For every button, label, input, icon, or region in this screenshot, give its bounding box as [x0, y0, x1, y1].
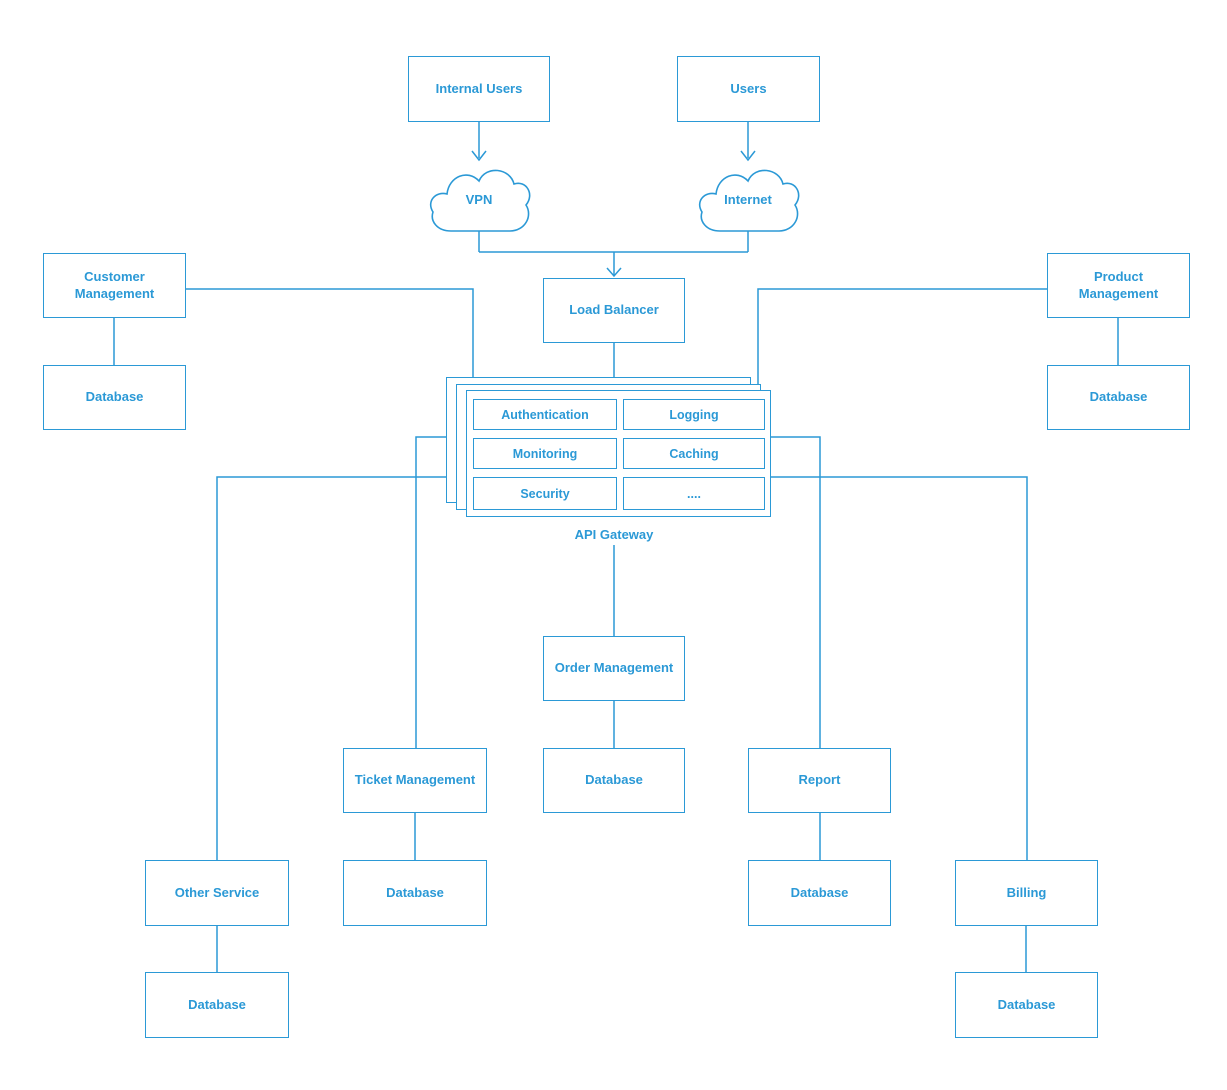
other-database-label: Database: [188, 996, 246, 1012]
vpn-cloud-shape: [429, 169, 531, 232]
edge-gateway-billing: [768, 476, 1028, 860]
gateway-feature-logging: Logging: [623, 399, 765, 430]
ticket-database-label: Database: [386, 884, 444, 900]
node-order-database: Database: [543, 748, 685, 813]
feature-label: Security: [520, 486, 570, 501]
load-balancer-label: Load Balancer: [569, 302, 659, 318]
node-other-service: Other Service: [145, 860, 289, 926]
node-users: Users: [677, 56, 820, 122]
node-customer-management: Customer Management: [43, 253, 186, 318]
node-other-database: Database: [145, 972, 289, 1038]
order-database-label: Database: [585, 772, 643, 788]
node-product-management: Product Management: [1047, 253, 1190, 318]
billing-database-label: Database: [997, 996, 1056, 1012]
product-database-label: Database: [1089, 389, 1148, 405]
api-gateway-label: API Gateway: [574, 527, 654, 542]
feature-label: ....: [687, 486, 701, 501]
cloud-internet: Internet: [698, 166, 798, 232]
edge-gateway-other-service: [216, 476, 450, 860]
internal-users-label: Internal Users: [435, 80, 523, 96]
feature-label: Authentication: [501, 407, 589, 422]
node-ticket-database: Database: [343, 860, 487, 926]
other-service-label: Other Service: [174, 884, 260, 900]
gateway-feature-monitoring: Monitoring: [473, 438, 617, 469]
gateway-feature-security: Security: [473, 477, 617, 510]
node-report: Report: [748, 748, 891, 813]
edge-gateway-ticket: [415, 436, 450, 748]
edge-customer-gateway: [186, 288, 474, 379]
node-customer-database: Database: [43, 365, 186, 430]
ticket-management-label: Ticket Management: [354, 772, 476, 788]
gateway-feature-more: ....: [623, 477, 765, 510]
users-label: Users: [730, 80, 767, 96]
node-order-management: Order Management: [543, 636, 685, 701]
node-report-database: Database: [748, 860, 891, 926]
internet-cloud-shape: [698, 169, 800, 232]
feature-label: Caching: [669, 446, 719, 461]
arrowhead-load-balancer: [606, 267, 622, 278]
node-billing: Billing: [955, 860, 1098, 926]
customer-management-label: Customer Management: [74, 268, 155, 301]
node-load-balancer: Load Balancer: [543, 278, 685, 343]
internet-label: Internet: [724, 191, 772, 207]
arrowhead-internal-users-vpn: [471, 150, 487, 162]
feature-label: Logging: [669, 407, 719, 422]
report-database-label: Database: [790, 884, 849, 900]
node-ticket-management: Ticket Management: [343, 748, 487, 813]
node-product-database: Database: [1047, 365, 1190, 430]
cloud-vpn: VPN: [429, 166, 529, 232]
order-management-label: Order Management: [554, 660, 674, 676]
billing-label: Billing: [1006, 884, 1047, 900]
vpn-label: VPN: [465, 191, 493, 207]
edge-product-gateway: [757, 288, 1047, 386]
node-billing-database: Database: [955, 972, 1098, 1038]
edge-gateway-report: [768, 436, 821, 748]
gateway-feature-authentication: Authentication: [473, 399, 617, 430]
customer-database-label: Database: [85, 389, 144, 405]
report-label: Report: [798, 772, 841, 788]
node-internal-users: Internal Users: [408, 56, 550, 122]
gateway-feature-caching: Caching: [623, 438, 765, 469]
arrowhead-users-internet: [740, 150, 756, 162]
feature-label: Monitoring: [512, 446, 578, 461]
product-management-label: Product Management: [1078, 268, 1159, 301]
